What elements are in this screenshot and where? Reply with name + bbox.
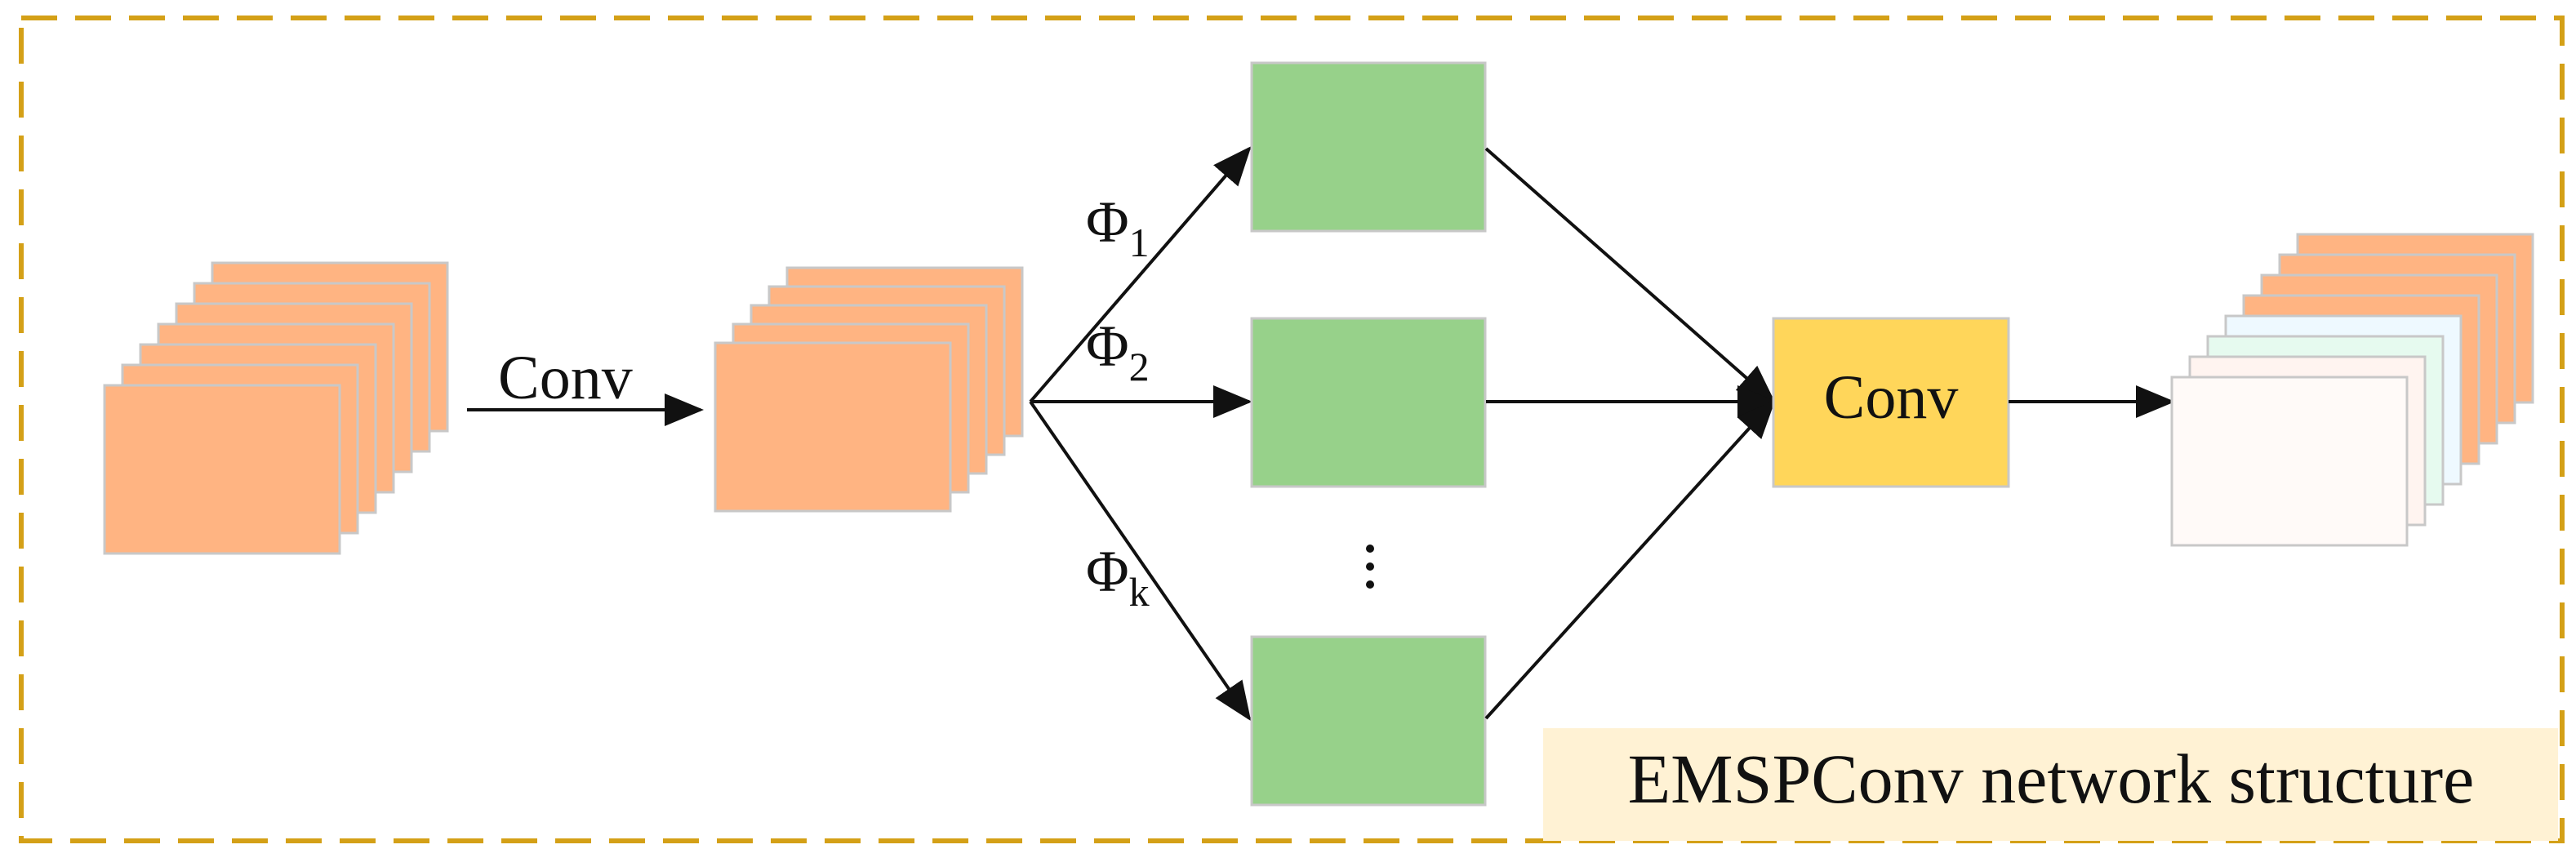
input-feature-stack [103,261,449,555]
conv-label: Conv [498,344,633,412]
merge-arrow-1 [1484,147,1777,404]
output-feature-stack [2170,233,2534,547]
caption-background [1543,728,2558,841]
branch-label-k: Φk [1086,539,1150,615]
fusion-conv-block [1772,317,2010,488]
branch-label-2: Φ2 [1086,313,1150,389]
caption-text: EMSPConv network structure [1628,740,2475,818]
branch-arrow-1 [1029,145,1252,403]
branch-label-1: Φ1 [1086,189,1150,265]
branch-block-1 [1250,61,1487,233]
merge-arrow-k [1484,399,1776,720]
intermediate-feature-stack [714,266,1024,513]
input-feature-sheet [103,384,341,555]
ellipsis-dots [1366,545,1374,589]
branch-block-k [1250,635,1487,807]
intermediate-feature-sheet [714,341,952,513]
dashed-border [19,16,2565,843]
output-feature-sheet [2170,376,2409,547]
branch-arrow-k [1029,400,1252,722]
fusion-conv-label: Conv [1824,363,1959,432]
branch-block-2 [1250,317,1487,488]
